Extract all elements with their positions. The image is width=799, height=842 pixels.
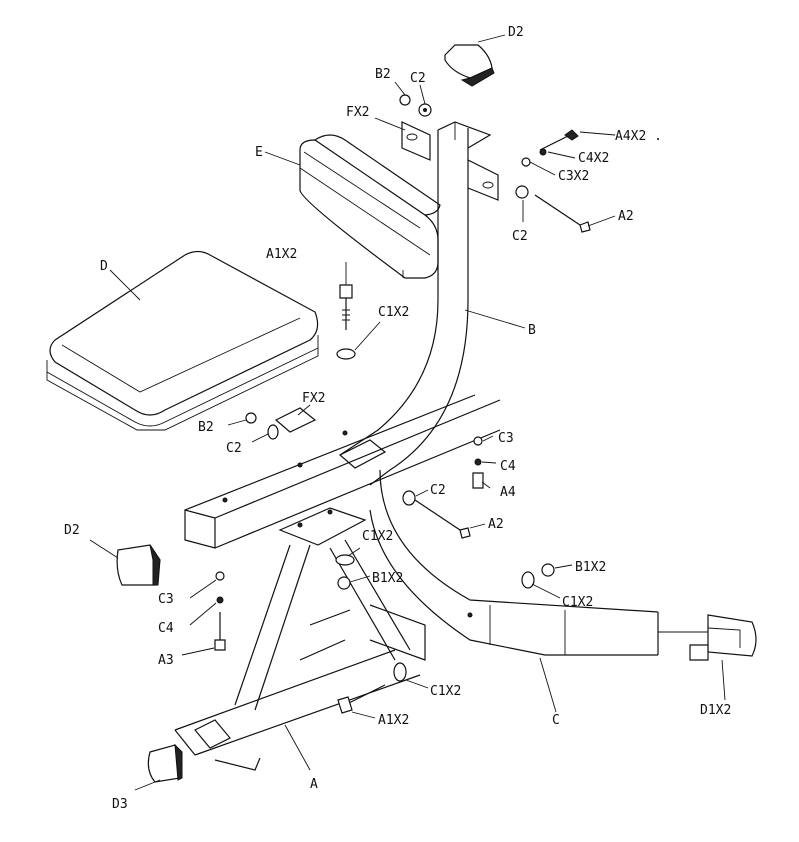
back-pad-e	[299, 134, 441, 279]
label-fx2-top: FX2	[346, 105, 369, 120]
label-b: B	[528, 323, 536, 338]
label-c1x2-right: C1X2	[562, 595, 593, 610]
end-cap-d2-top	[444, 44, 495, 87]
label-b1x2-low: B1X2	[372, 571, 403, 586]
label-c1x2-bottom: C1X2	[430, 684, 461, 699]
frame-b-upright	[339, 121, 499, 486]
label-d3: D3	[112, 797, 128, 812]
end-cap-d2-left	[116, 544, 161, 586]
label-c2-top: C2	[410, 71, 426, 86]
label-c2-right: C2	[512, 229, 528, 244]
label-c3-right: C3	[498, 431, 514, 446]
end-cap-d3	[147, 743, 183, 783]
label-c: C	[552, 713, 560, 728]
frame-c-rear	[369, 469, 659, 656]
label-c3x2: C3X2	[558, 169, 589, 184]
label-e: E	[255, 145, 263, 160]
label-a4x2: A4X2 .	[615, 129, 662, 144]
end-cap-d1	[658, 614, 757, 661]
label-a4: A4	[500, 485, 516, 500]
label-b1x2-right: B1X2	[575, 560, 606, 575]
label-a: A	[310, 777, 318, 792]
label-a3: A3	[158, 653, 174, 668]
label-c2-lower: C2	[430, 483, 446, 498]
hardware	[214, 94, 591, 714]
label-b2-mid: B2	[198, 420, 214, 435]
frame-a-base	[174, 507, 426, 771]
label-a1x2-bottom: A1X2	[378, 713, 409, 728]
label-d: D	[100, 259, 108, 274]
label-d2-top: D2	[508, 25, 524, 40]
label-a2-lower: A2	[488, 517, 504, 532]
label-c4-left: C4	[158, 621, 174, 636]
label-c1x2-low: C1X2	[362, 529, 393, 544]
label-c3-left: C3	[158, 592, 174, 607]
label-c2-mid: C2	[226, 441, 242, 456]
label-b2-top: B2	[375, 67, 391, 82]
frame-main-beam	[184, 394, 501, 549]
label-fx2-mid: FX2	[302, 391, 325, 406]
label-c4-right: C4	[500, 459, 516, 474]
label-d1x2: D1X2	[700, 703, 731, 718]
seat-pad-d	[46, 250, 319, 431]
label-c4x2: C4X2	[578, 151, 609, 166]
label-d2-left: D2	[64, 523, 80, 538]
label-a2-top: A2	[618, 209, 634, 224]
label-c1x2-mid: C1X2	[378, 305, 409, 320]
part-labels: D2 B2 C2 FX2 A4X2 . C4X2 C3X2 E C2 A2 A1…	[64, 25, 731, 812]
label-a1x2-top: A1X2	[266, 247, 297, 262]
leader-lines	[89, 34, 726, 791]
